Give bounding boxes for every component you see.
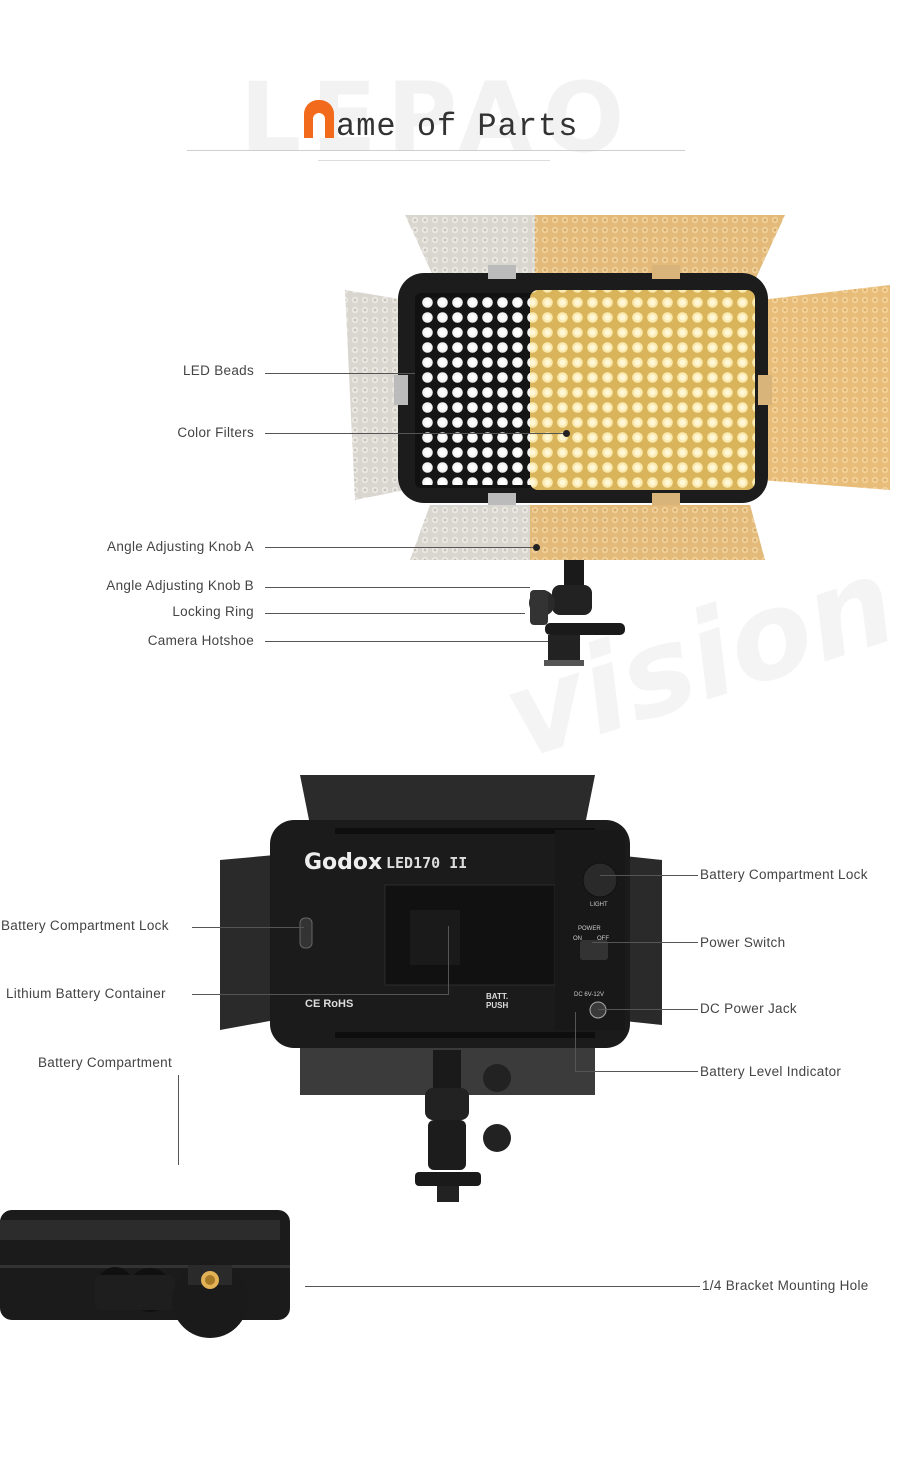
leader-battery-level-vertical xyxy=(575,1012,576,1072)
leader-bracket-hole xyxy=(305,1286,700,1287)
label-angle-knob-b: Angle Adjusting Knob B xyxy=(106,578,254,593)
leader-dot-color-filters xyxy=(563,430,570,437)
label-battery-compartment: Battery Compartment xyxy=(38,1055,172,1070)
brand-logo: Godox xyxy=(304,850,383,875)
leader-power-switch xyxy=(592,942,698,943)
page-title: ame of Parts xyxy=(336,108,579,145)
title-initial-glyph xyxy=(304,100,334,138)
label-bracket-hole: 1/4 Bracket Mounting Hole xyxy=(702,1278,869,1293)
title-rule xyxy=(187,150,685,151)
leader-color-filters xyxy=(265,433,565,434)
power-off-label: OFF xyxy=(597,936,609,942)
light-label: LIGHT xyxy=(590,902,608,908)
label-led-beads: LED Beads xyxy=(183,363,254,378)
leader-dc-power-jack xyxy=(598,1009,698,1010)
title-subrule xyxy=(318,160,550,161)
power-label: POWER xyxy=(578,926,601,932)
leader-lithium-battery xyxy=(192,994,448,995)
leader-battery-compartment xyxy=(178,1075,179,1165)
label-battery-lock-right: Battery Compartment Lock xyxy=(700,867,868,882)
label-dc-power-jack: DC Power Jack xyxy=(700,1001,797,1016)
leader-locking-ring xyxy=(265,613,525,614)
leader-battery-level xyxy=(575,1071,698,1072)
dc-label: DC 6V-12V xyxy=(574,992,605,998)
leader-lithium-battery-vertical xyxy=(448,926,449,995)
label-camera-hotshoe: Camera Hotshoe xyxy=(147,633,254,648)
title-banner: LEPAO ame of Parts xyxy=(0,0,900,174)
side-view-illustration xyxy=(0,1210,290,1338)
front-view-illustration xyxy=(345,215,890,666)
label-battery-lock-left: Battery Compartment Lock xyxy=(1,918,169,933)
leader-dot-camera-hotshoe xyxy=(548,638,555,645)
leader-camera-hotshoe xyxy=(265,641,550,642)
model-name: LED170 II xyxy=(386,854,468,872)
leader-battery-lock-left xyxy=(192,927,304,928)
label-lithium-battery: Lithium Battery Container xyxy=(6,986,166,1001)
leader-angle-knob-a xyxy=(265,547,535,548)
leader-dot-angle-knob-a xyxy=(533,544,540,551)
label-color-filters: Color Filters xyxy=(177,425,254,440)
leader-angle-knob-b xyxy=(265,587,530,588)
label-angle-knob-a: Angle Adjusting Knob A xyxy=(107,539,254,554)
leader-led-beads xyxy=(265,373,415,374)
label-locking-ring: Locking Ring xyxy=(172,604,254,619)
back-view-illustration xyxy=(220,775,662,1202)
label-battery-level: Battery Level Indicator xyxy=(700,1064,842,1079)
leader-battery-lock-right xyxy=(600,875,698,876)
label-power-switch: Power Switch xyxy=(700,935,786,950)
cert-marks: CE RoHS xyxy=(305,998,354,1010)
power-on-label: ON xyxy=(573,936,582,942)
batt-push-label: BATT. PUSH xyxy=(486,992,509,1010)
